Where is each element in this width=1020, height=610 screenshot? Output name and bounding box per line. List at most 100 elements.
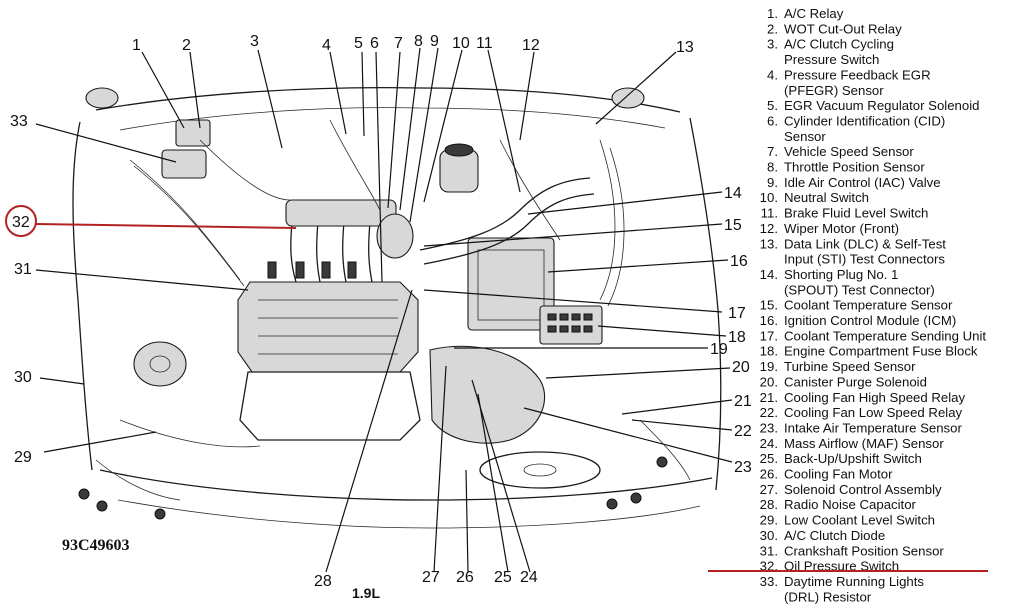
valve-cover-ribs bbox=[258, 299, 398, 355]
legend-item-text: Daytime Running Lights bbox=[784, 574, 924, 589]
drl-resistor-module bbox=[161, 149, 207, 179]
legend-item-text: WOT Cut-Out Relay bbox=[784, 21, 902, 36]
fender-outline-left bbox=[72, 121, 93, 471]
callout-18: 18 bbox=[728, 329, 746, 346]
legend-item-text: Cooling Fan Motor bbox=[784, 467, 893, 482]
callout-23: 23 bbox=[734, 459, 752, 476]
callout-4: 4 bbox=[322, 37, 331, 54]
fuse-slots bbox=[547, 313, 593, 333]
legend-item-number: 24. bbox=[760, 436, 778, 451]
legend-item-number: 10. bbox=[760, 190, 778, 205]
legend-item-text: Brake Fluid Level Switch bbox=[784, 206, 928, 221]
legend-item-number: 12. bbox=[760, 221, 778, 236]
front-connectors bbox=[78, 456, 668, 520]
callout-24: 24 bbox=[520, 569, 538, 586]
callout-20: 20 bbox=[732, 359, 750, 376]
legend-item-number: 30. bbox=[760, 528, 778, 543]
legend-item-text: A/C Relay bbox=[784, 6, 844, 21]
engine-block bbox=[239, 371, 421, 441]
throttle-body bbox=[376, 213, 414, 259]
callout-32-highlight-circle bbox=[5, 205, 37, 237]
legend-item-text: Coolant Temperature Sensor bbox=[784, 298, 953, 313]
battery-box bbox=[467, 237, 555, 331]
callout-33: 33 bbox=[10, 113, 28, 130]
callout-27: 27 bbox=[422, 569, 440, 586]
legend-item-text: Vehicle Speed Sensor bbox=[784, 144, 914, 159]
legend-item-number: 5. bbox=[767, 98, 778, 113]
legend-item-text: Input (STI) Test Connectors bbox=[784, 252, 945, 267]
legend-item-number: 33. bbox=[760, 574, 778, 589]
legend-item-text: Pressure Switch bbox=[784, 52, 879, 67]
legend-item-text: Intake Air Temperature Sensor bbox=[784, 420, 962, 435]
callout-32: 32 bbox=[12, 214, 30, 231]
legend-item-number: 17. bbox=[760, 328, 778, 343]
callout-26: 26 bbox=[456, 569, 474, 586]
callout-31: 31 bbox=[14, 261, 32, 278]
legend-item-number: 6. bbox=[767, 113, 778, 128]
legend-item-number: 27. bbox=[760, 482, 778, 497]
callout-19: 19 bbox=[710, 341, 728, 358]
callout-2: 2 bbox=[182, 37, 191, 54]
legend-item-text: Pressure Feedback EGR bbox=[784, 67, 931, 82]
legend-item-number: 31. bbox=[760, 543, 778, 558]
legend-item-text: Mass Airflow (MAF) Sensor bbox=[784, 436, 944, 451]
legend-item-text: Low Coolant Level Switch bbox=[784, 513, 935, 528]
engine-compartment-illustration bbox=[72, 86, 722, 529]
front-panel bbox=[117, 499, 701, 529]
legend-item-number: 9. bbox=[767, 175, 778, 190]
legend-item-text: Cooling Fan Low Speed Relay bbox=[784, 405, 963, 420]
legend-item-text: (PFEGR) Sensor bbox=[784, 83, 884, 98]
legend-item-number: 2. bbox=[767, 21, 778, 36]
legend-item-number: 1. bbox=[767, 6, 778, 21]
legend-item-text: (DRL) Resistor bbox=[784, 589, 872, 604]
legend-item-text: Cylinder Identification (CID) bbox=[784, 113, 945, 128]
legend-item-text: Throttle Position Sensor bbox=[784, 160, 925, 175]
legend-item-text: Neutral Switch bbox=[784, 190, 869, 205]
legend-item-text: Crankshaft Position Sensor bbox=[784, 543, 944, 558]
callout-17: 17 bbox=[728, 305, 746, 322]
callout-11: 11 bbox=[476, 35, 493, 52]
strut-tower-left bbox=[85, 87, 119, 109]
legend-item-number: 21. bbox=[760, 390, 778, 405]
relay-block-left bbox=[175, 119, 211, 147]
fuse-block bbox=[539, 305, 603, 345]
legend-item-number: 8. bbox=[767, 160, 778, 175]
transaxle bbox=[429, 345, 546, 444]
legend-item-text: Turbine Speed Sensor bbox=[784, 359, 916, 374]
callout-15: 15 bbox=[724, 217, 742, 234]
callout-30: 30 bbox=[14, 369, 32, 386]
firewall-inner bbox=[119, 107, 666, 131]
legend-item-text: Canister Purge Solenoid bbox=[784, 374, 927, 389]
callout-1: 1 bbox=[132, 37, 141, 54]
legend-item-number: 18. bbox=[760, 344, 778, 359]
callout-leader-lines bbox=[35, 47, 733, 573]
legend-item-text: Solenoid Control Assembly bbox=[784, 482, 942, 497]
wiring-harness bbox=[95, 119, 691, 501]
cooling-fan-hub bbox=[523, 463, 557, 477]
legend-item-number: 14. bbox=[760, 267, 778, 282]
legend-item-text: A/C Clutch Diode bbox=[784, 528, 885, 543]
callout-22: 22 bbox=[734, 423, 752, 440]
legend-item-text: Data Link (DLC) & Self-Test bbox=[784, 236, 946, 251]
intake-plenum bbox=[285, 199, 397, 227]
air-intake-duct bbox=[419, 177, 591, 251]
legend-item-text: Back-Up/Upshift Switch bbox=[784, 451, 922, 466]
cooling-fan bbox=[479, 451, 601, 489]
legend-item-number: 26. bbox=[760, 467, 778, 482]
legend-item-text: Wiper Motor (Front) bbox=[784, 221, 899, 236]
figure-id: 93C49603 bbox=[62, 537, 130, 554]
spark-plug-boots bbox=[267, 261, 357, 279]
legend-item-number: 15. bbox=[760, 298, 778, 313]
radiator-support bbox=[99, 469, 713, 501]
legend-item-text: Cooling Fan High Speed Relay bbox=[784, 390, 965, 405]
callout-28: 28 bbox=[314, 573, 332, 590]
engine-label: 1.9L bbox=[352, 585, 380, 601]
legend-item-text: Coolant Temperature Sending Unit bbox=[784, 328, 986, 343]
legend-item-text: Sensor bbox=[784, 129, 826, 144]
legend-item-number: 4. bbox=[767, 67, 778, 82]
reservoir-cap bbox=[444, 143, 474, 157]
legend-item-number: 16. bbox=[760, 313, 778, 328]
legend-item-number: 3. bbox=[767, 37, 778, 52]
legend-item-number: 29. bbox=[760, 513, 778, 528]
